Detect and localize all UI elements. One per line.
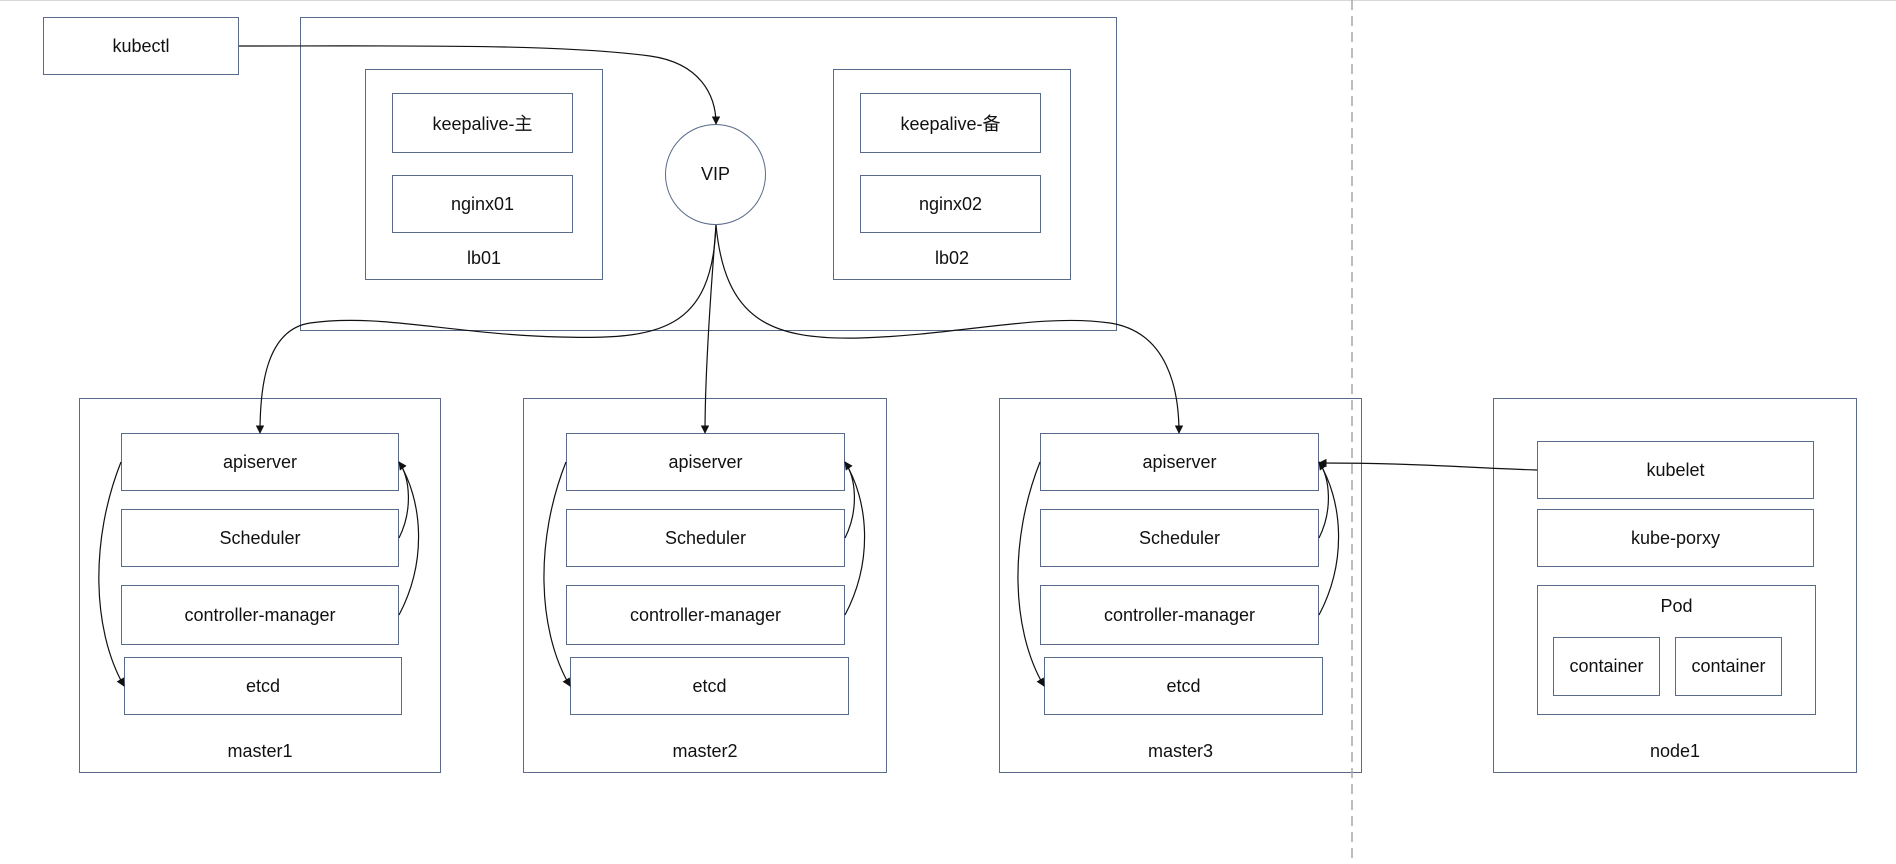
node1-kubeproxy-label: kube-porxy bbox=[1630, 527, 1721, 548]
node1-container-2: container bbox=[1675, 637, 1782, 696]
lb02-keepalive-label: keepalive-备 bbox=[900, 114, 1001, 134]
top-border-line bbox=[0, 0, 1896, 1]
lb02-nginx-label: nginx02 bbox=[918, 193, 983, 214]
master1-controller-box: controller-manager bbox=[121, 585, 399, 645]
master1-scheduler-box: Scheduler bbox=[121, 509, 399, 567]
node1-title: node1 bbox=[1649, 741, 1701, 761]
node1-kubeproxy-box: kube-porxy bbox=[1537, 509, 1814, 567]
node1-pod-box bbox=[1537, 585, 1816, 715]
kubectl-label: kubectl bbox=[112, 35, 170, 56]
node1-container bbox=[1493, 398, 1857, 773]
lb01-nginx-label: nginx01 bbox=[450, 193, 515, 214]
master3-title: master3 bbox=[1147, 741, 1214, 761]
master2-etcd-box: etcd bbox=[570, 657, 849, 715]
master3-apiserver-box: apiserver bbox=[1040, 433, 1319, 491]
master1-scheduler-label: Scheduler bbox=[219, 527, 301, 548]
master1-controller-label: controller-manager bbox=[184, 604, 336, 625]
node1-pod-title: Pod bbox=[1660, 596, 1693, 616]
master2-etcd-label: etcd bbox=[692, 675, 727, 696]
master2-title: master2 bbox=[672, 741, 738, 761]
master2-apiserver-label: apiserver bbox=[668, 451, 743, 472]
master2-controller-box: controller-manager bbox=[566, 585, 845, 645]
master2-apiserver-box: apiserver bbox=[566, 433, 845, 491]
lb02-keepalive-box: keepalive-备 bbox=[860, 93, 1041, 153]
lb02-title: lb02 bbox=[934, 248, 970, 268]
node1-container-2-label: container bbox=[1691, 656, 1766, 676]
master3-controller-label: controller-manager bbox=[1103, 604, 1256, 625]
master1-etcd-label: etcd bbox=[245, 675, 281, 696]
node1-kubelet-label: kubelet bbox=[1646, 459, 1705, 480]
master1-etcd-box: etcd bbox=[124, 657, 402, 715]
vip-node: VIP bbox=[665, 124, 766, 225]
master3-controller-box: controller-manager bbox=[1040, 585, 1319, 645]
master1-title: master1 bbox=[227, 741, 293, 761]
lb01-nginx-box: nginx01 bbox=[392, 175, 573, 233]
master2-scheduler-label: Scheduler bbox=[664, 527, 747, 548]
master3-scheduler-box: Scheduler bbox=[1040, 509, 1319, 567]
master2-controller-label: controller-manager bbox=[629, 604, 782, 625]
master3-container bbox=[999, 398, 1362, 773]
master1-apiserver-box: apiserver bbox=[121, 433, 399, 491]
master3-etcd-box: etcd bbox=[1044, 657, 1323, 715]
master1-apiserver-label: apiserver bbox=[222, 451, 298, 472]
vip-label: VIP bbox=[700, 164, 730, 184]
lb01-title: lb01 bbox=[466, 248, 502, 268]
kubectl-box: kubectl bbox=[43, 17, 239, 75]
lb01-keepalive-label: keepalive-主 bbox=[432, 114, 533, 134]
master3-etcd-label: etcd bbox=[1166, 675, 1201, 696]
lb02-nginx-box: nginx02 bbox=[860, 175, 1041, 233]
lb01-keepalive-box: keepalive-主 bbox=[392, 93, 573, 153]
node1-container-1: container bbox=[1553, 637, 1660, 696]
master3-apiserver-label: apiserver bbox=[1142, 451, 1217, 472]
master3-scheduler-label: Scheduler bbox=[1138, 527, 1221, 548]
master2-scheduler-box: Scheduler bbox=[566, 509, 845, 567]
node1-kubelet-box: kubelet bbox=[1537, 441, 1814, 499]
node1-container-1-label: container bbox=[1569, 656, 1644, 676]
